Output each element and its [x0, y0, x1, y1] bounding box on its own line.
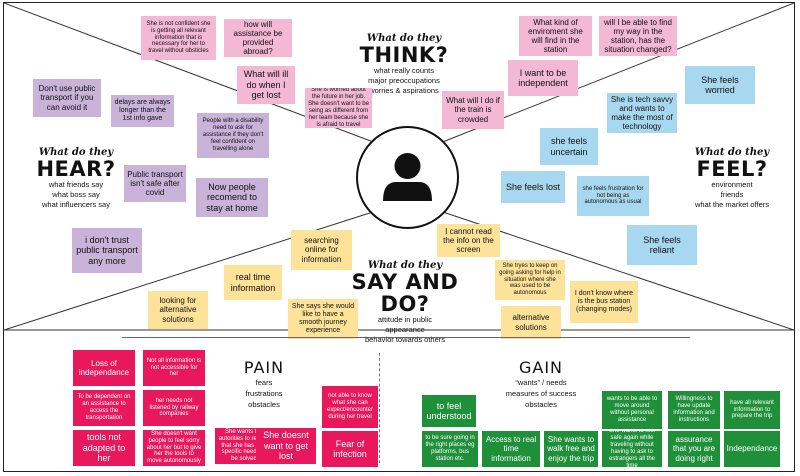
gain-note: wants to be able to move around without … [602, 391, 662, 429]
hear-line: what boss say [52, 190, 100, 199]
pain-note: tools not adapted to her [73, 430, 135, 466]
say-do-line: attitude in public [377, 315, 433, 324]
feel-line: environment [711, 180, 753, 189]
feel-note: She feels worried [685, 66, 755, 104]
gain-note: She wants to feel safe again while trave… [602, 431, 662, 467]
think-line: major preoccupations [368, 76, 440, 85]
pain-note: her needs not listened by railway compan… [143, 390, 205, 426]
hear-line: what friends say [48, 180, 104, 189]
hear-note: i don't trust public transport any more [72, 228, 142, 273]
pain-note: To be dependent on an assistance to acce… [73, 390, 135, 426]
hear-line: what influencers say [42, 200, 110, 209]
hear-note: delays are always longer than the 1st in… [111, 95, 174, 127]
say-do-note: I cannot read the info on the screen [437, 224, 500, 257]
say-do-note: looking for alternative solutions [148, 291, 208, 329]
pain-line: obstacles [248, 400, 280, 409]
pain-note: not able to know what she can expect/enc… [322, 386, 378, 428]
gain-title: GAIN [518, 358, 564, 377]
gain-note: to feel understood [422, 395, 476, 427]
pain-line: frustrations [245, 389, 283, 398]
gain-note: Independance [724, 431, 780, 467]
think-note: What kind of enviroment she will find in… [519, 16, 592, 56]
say-do-note: alternative solutions [501, 306, 561, 339]
pain-gain-divider [379, 353, 380, 463]
empathy-map-board: What do they THINK? what really counts m… [3, 2, 795, 472]
think-note: I want to be independent [508, 60, 578, 96]
pain-heading: PAIN fears frustrations obstacles [224, 359, 304, 410]
hear-note: Public transport isn't safe after covid [124, 165, 186, 202]
feel-note: She is tech savvy and wants to make the … [607, 93, 677, 133]
say-do-note: I don't know where is the bus station (c… [570, 281, 638, 323]
feel-line: friends [720, 190, 744, 199]
pain-note: Loss of independance [73, 350, 135, 386]
pain-line: fears [255, 378, 273, 387]
feel-heading: What do they FEEL? environment friends w… [682, 147, 782, 210]
hear-note: Now people recomend to stay at home [196, 178, 268, 217]
gain-note: Willingness to have update information a… [668, 391, 720, 429]
think-line: worries & aspirations [369, 86, 439, 95]
gain-line: “wants” / needs [515, 378, 567, 387]
think-heading: What do they THINK? what really counts m… [356, 33, 452, 96]
gain-note: Access to real time information [482, 431, 540, 467]
think-note: She is worried about the future in her j… [305, 88, 372, 128]
pain-note: Fear of infection [322, 431, 378, 467]
hear-note: Don't use public transport if you can av… [33, 79, 101, 117]
feel-note: she feels uncertain [540, 128, 598, 165]
pain-note: She doesn't want people to feel sorry ab… [143, 430, 205, 466]
hear-title: HEAR? [36, 157, 116, 181]
think-note: how will assistance be provided abroad? [224, 19, 292, 57]
gain-note: have all relevant information to prepare… [724, 391, 780, 429]
feel-title: FEEL? [696, 157, 768, 181]
think-question: What do they [366, 33, 442, 44]
think-title: THINK? [359, 43, 449, 67]
section-separator [122, 337, 690, 338]
feel-note: She feels lost [501, 171, 565, 203]
say-do-title: SAY AND DO? [351, 270, 459, 316]
say-do-note: real time information [224, 265, 282, 300]
pain-note: She doesnt want to get lost [256, 428, 316, 464]
pain-note: Not all information is not accessible fo… [143, 350, 205, 386]
say-do-note: searching online for information [291, 230, 352, 270]
hear-note: People with a disability need to ask for… [197, 113, 269, 158]
say-do-note: She says she would like to have a smooth… [288, 299, 358, 339]
gain-line: obstacles [525, 400, 557, 409]
feel-question: What do they [694, 147, 770, 158]
say-do-line: behavior towards others [364, 335, 446, 344]
feel-line: what the market offers [694, 200, 770, 209]
say-do-line: appearance [385, 325, 425, 334]
hear-heading: What do they HEAR? what friends say what… [26, 147, 126, 210]
gain-line: measures of success [505, 389, 577, 398]
think-note: What will ill do when I get lost [237, 66, 295, 104]
think-line: what really counts [373, 66, 435, 75]
gain-note: She wants to walk free and enjoy the tri… [544, 431, 598, 467]
gain-note: to be sure going in the right places eg … [422, 431, 478, 467]
pain-title: PAIN [243, 358, 285, 377]
feel-note: she feels frustration for not being as a… [577, 176, 649, 216]
gain-note: assurance that you are doing right [668, 431, 720, 467]
think-note: will I be able to find my way in the sta… [599, 16, 677, 56]
say-do-heading: What do they SAY AND DO? attitude in pub… [326, 260, 484, 345]
say-do-note: She tryes to keep on going asking for he… [495, 260, 565, 300]
think-note: What will I do if the train is crowded [442, 91, 504, 129]
hear-question: What do they [38, 147, 114, 158]
gain-heading: GAIN “wants” / needs measures of success… [495, 359, 587, 410]
say-do-question: What do they [367, 260, 443, 271]
feel-note: She feels reliant [627, 225, 697, 265]
think-note: She is not confident she is getting all … [141, 16, 216, 60]
user-icon [383, 153, 432, 201]
persona-circle [356, 126, 459, 229]
